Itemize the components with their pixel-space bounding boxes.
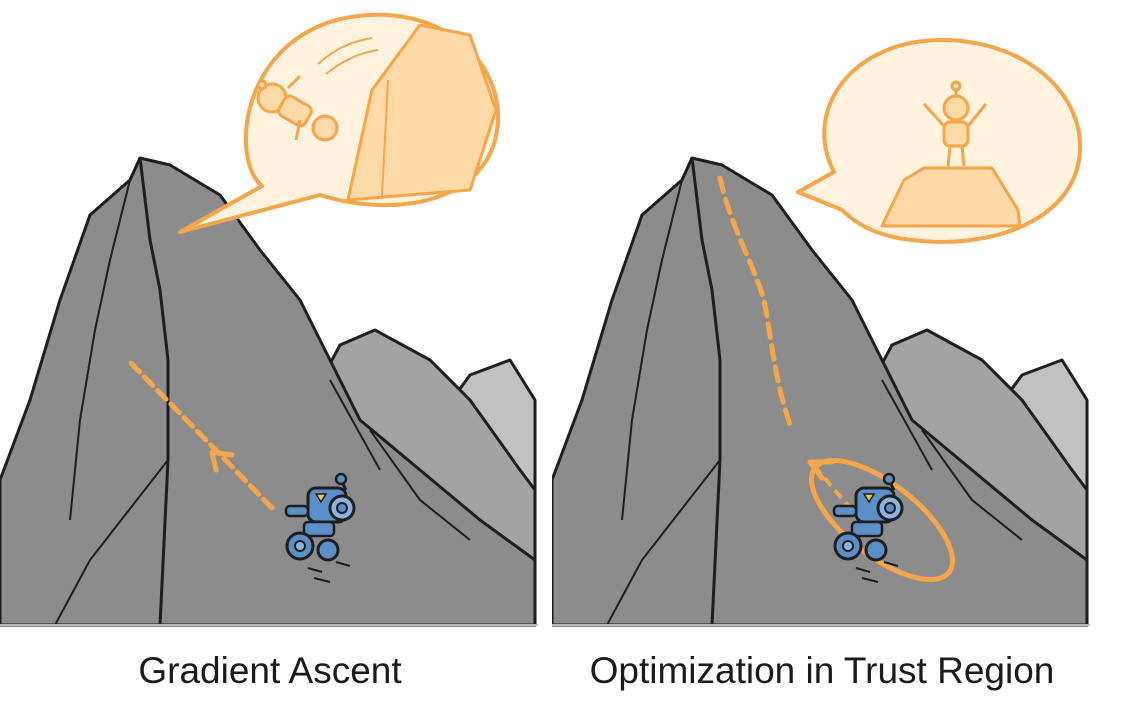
ridge-line: [621, 179, 683, 521]
robot: [832, 472, 904, 583]
gradient-ascent-panel: Gradient Ascent: [0, 0, 540, 691]
ridge-line: [921, 429, 1023, 541]
ridge-line: [54, 459, 169, 626]
ridge-line: [881, 379, 933, 471]
main-mountain: [552, 156, 1089, 627]
dashed-path-arrow: [125, 357, 275, 511]
ridge-line: [138, 157, 170, 626]
trust-region-illustration: [552, 38, 1090, 627]
gradient-ascent-illustration: [0, 12, 538, 627]
ridge-line: [690, 157, 722, 626]
dashed-path-arrow: [717, 175, 795, 433]
falling-robot-icon: [256, 74, 339, 142]
robot: [284, 472, 356, 583]
speech-bubble: [796, 38, 1083, 244]
trust-region-panel: Optimization in Trust Region: [552, 0, 1092, 691]
ridge-line: [329, 379, 381, 471]
main-mountain: [0, 156, 537, 627]
ridge-line: [69, 179, 131, 521]
panel-caption: Gradient Ascent: [138, 650, 402, 691]
ridge-line: [606, 459, 721, 626]
arrowhead-icon: [209, 449, 235, 473]
celebrating-robot-icon: [922, 80, 988, 167]
summit-icon: [880, 166, 1022, 228]
ridge-line: [369, 429, 471, 541]
panel-caption: Optimization in Trust Region: [589, 650, 1055, 691]
